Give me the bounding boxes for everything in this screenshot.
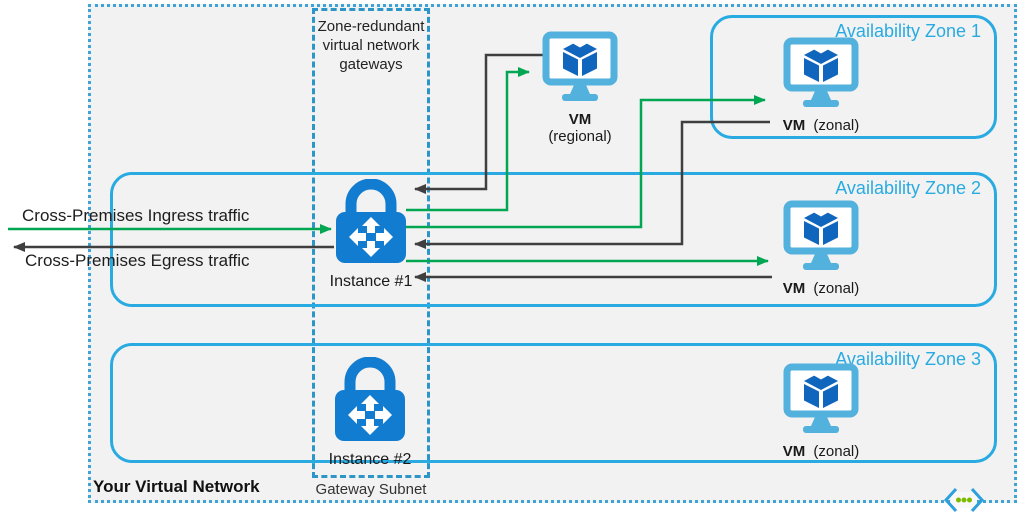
availability-zone-1-title: Availability Zone 1 (835, 21, 981, 41)
vm-regional-unit: VM (regional) (530, 31, 630, 146)
gateway-lock-icon (336, 178, 406, 263)
gateway-instance2-unit: Instance #2 (320, 356, 420, 469)
availability-zone-1-box: Availability Zone 1 (710, 15, 997, 139)
virtual-network-icon (943, 487, 985, 513)
vm-icon (783, 200, 859, 270)
gateway-instance1-unit: Instance #1 (321, 178, 421, 291)
gateway-subnet-label: Gateway Subnet (315, 481, 427, 498)
vm-zone3-label: VM (zonal) (782, 443, 860, 460)
virtual-network-label: Your Virtual Network (93, 477, 260, 496)
vm-zone1-unit: VM (zonal) (771, 37, 871, 134)
ingress-traffic-label: Cross-Premises Ingress traffic (22, 206, 250, 225)
vm-zone2-label: VM (zonal) (782, 280, 860, 297)
vm-zone2-unit: VM (zonal) (771, 200, 871, 297)
gateway-lock-icon (335, 356, 405, 441)
availability-zone-3-title: Availability Zone 3 (835, 349, 981, 369)
virtual-network-boundary (88, 4, 1017, 503)
vm-icon (783, 37, 859, 107)
gateway-instance1-label: Instance #1 (329, 273, 413, 290)
vm-icon (542, 31, 618, 101)
vm-zone3-unit: VM (zonal) (771, 363, 871, 460)
vm-icon (783, 363, 859, 433)
vm-regional-label: VM (regional) (548, 111, 612, 146)
availability-zone-2-title: Availability Zone 2 (835, 178, 981, 198)
availability-zone-3-box: Availability Zone 3 (110, 343, 997, 463)
gateway-instance2-label: Instance #2 (328, 451, 412, 468)
egress-traffic-label: Cross-Premises Egress traffic (25, 251, 250, 270)
vm-zone1-label: VM (zonal) (782, 117, 860, 134)
gateway-group-title: Zone-redundant virtual network gateways (317, 18, 425, 73)
